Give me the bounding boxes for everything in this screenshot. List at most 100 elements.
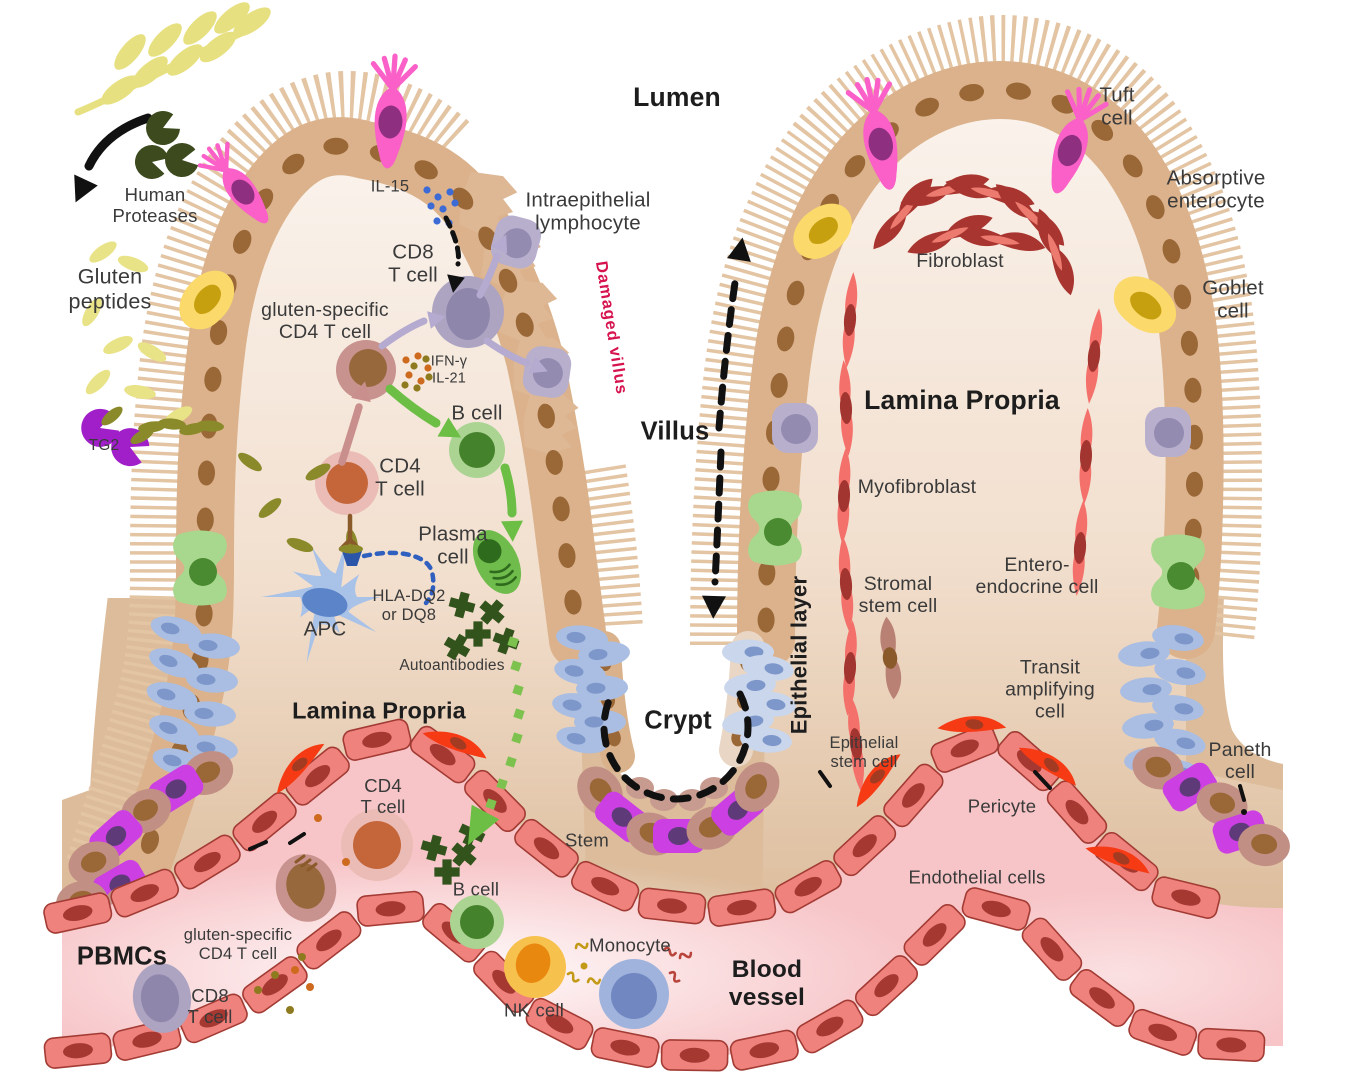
cd8-t-cell-blood <box>132 963 192 1033</box>
enterocyte-nucleus <box>770 373 788 398</box>
cytokine-dot-icon <box>314 814 322 822</box>
enterocyte-nucleus <box>1146 195 1165 220</box>
cytokine-dot-icon <box>291 966 299 974</box>
endothelial-cell <box>660 1039 729 1072</box>
enterocyte-nucleus <box>1173 284 1192 310</box>
wheat-grain-icon <box>233 7 271 37</box>
epithelial-stem-pointer <box>818 770 832 788</box>
protease-icon <box>165 143 199 177</box>
ifn-dot-icon <box>424 364 432 372</box>
gluten-peptide-icon <box>137 342 167 362</box>
pericyte-cell <box>1018 747 1076 786</box>
ifn-dot-icon <box>402 356 410 364</box>
cd4-activation-arrow <box>338 403 363 466</box>
crypt-migration-arrow <box>711 448 725 586</box>
goblet-cell <box>179 270 235 330</box>
crypt-epithelial-cell <box>1238 823 1290 867</box>
arrowhead <box>727 237 751 262</box>
il15-dot-icon <box>423 186 431 194</box>
intraepithelial-lymphocyte-cell <box>490 215 542 269</box>
endothelial-cell <box>1197 1027 1266 1062</box>
enterocyte-nucleus <box>762 466 780 492</box>
wheat-grain-icon <box>214 2 250 34</box>
cytokine-squiggle-icon <box>668 970 681 983</box>
cytokine-dot-icon <box>271 971 279 979</box>
b-cell <box>449 422 505 478</box>
myofibroblast-cell <box>848 696 865 792</box>
transit-amplifying-cell <box>1154 728 1206 756</box>
il15-dot-icon <box>434 193 442 201</box>
arrowhead <box>702 595 726 619</box>
enterocyte-nucleus <box>844 155 866 178</box>
presented-peptide-icon <box>339 544 363 554</box>
tg2-enzyme-icon <box>81 408 120 447</box>
enterocyte-nucleus <box>1180 330 1198 356</box>
myofibroblast-cell <box>837 448 851 544</box>
enterocyte-nucleus <box>777 326 795 352</box>
bcell-to-plasma-arrow <box>500 463 517 518</box>
gluten-specific-cd4-t-cell <box>336 340 396 400</box>
enteroendocrine-cell <box>1151 534 1205 610</box>
arrowhead <box>427 311 446 329</box>
gs-cd4-blood-tcr-icon <box>294 854 318 872</box>
deamidated-peptide-icon <box>305 463 331 481</box>
cytokine-dot-icon <box>286 1006 294 1014</box>
endothelial-cell <box>637 887 707 925</box>
transit-amplifying-cell <box>149 715 199 745</box>
endothelial-cell <box>903 904 966 966</box>
endothelial-cell <box>774 860 842 914</box>
crypt-epithelial-cell <box>734 762 780 812</box>
gluten-specific-cd4-t-cell-blood <box>275 854 337 922</box>
endothelial-cell <box>883 763 944 828</box>
antibody-trail-dot <box>510 660 522 672</box>
trail-arrowhead <box>467 804 500 845</box>
white-carves <box>62 595 1350 1080</box>
damaged-enterocyte <box>499 279 558 342</box>
il15-dot-icon <box>451 199 459 207</box>
endothelial-cell <box>707 888 777 927</box>
ifn-dot-icon <box>414 352 422 360</box>
cd8-nucleus <box>446 288 490 340</box>
il21-dot-icon <box>413 384 421 392</box>
crypt-epithelial-cell <box>1132 746 1184 790</box>
endothelial-cell <box>342 718 412 761</box>
endothelial-cell <box>854 955 919 1017</box>
specialized-epithelial-cells <box>173 53 1205 610</box>
cytokine-dot-icon <box>342 858 350 866</box>
gluten-peptide-icon <box>82 297 102 327</box>
gluten-peptide-icon <box>117 255 149 273</box>
endothelial-cell <box>525 997 594 1051</box>
enterocyte-nucleus <box>537 403 555 429</box>
myofibroblast-cell <box>1072 500 1088 596</box>
pericyte-cell <box>422 731 487 759</box>
antibody-trail-dot <box>507 636 519 648</box>
enterocyte-nucleus <box>414 160 438 180</box>
endothelial-cell <box>1069 969 1135 1027</box>
transit-amplifying-cell <box>188 633 240 659</box>
left-margin-gap <box>62 595 108 800</box>
cytokine-squiggle-icon <box>574 942 589 950</box>
enterocyte-nucleus <box>558 543 576 568</box>
transit-amplifying-cell <box>149 648 199 678</box>
cd4-t-cell-blood <box>341 809 413 881</box>
endothelial-cell <box>242 956 308 1014</box>
enterocyte-nucleus <box>545 449 563 475</box>
cytokine-squiggle-icon <box>586 977 602 985</box>
villus-migration-arrow <box>715 272 740 432</box>
gs-cd4-blood-pointer <box>248 840 268 851</box>
crypt-lumen-gap <box>600 595 752 799</box>
deamidated-peptide-icon <box>196 420 224 432</box>
myofibroblast-cell <box>1085 308 1103 404</box>
enteroendocrine-cell <box>748 490 802 566</box>
endothelial-cell <box>796 999 864 1054</box>
wheat-grain-icon <box>183 11 217 45</box>
wheat-grain-icon <box>199 31 237 63</box>
endothelial-cell <box>1151 876 1221 919</box>
transit-amplifying-cell <box>576 675 628 701</box>
immune-cells <box>132 276 669 1033</box>
protease-icon <box>146 111 180 145</box>
crypt-epithelial-cell <box>1196 782 1248 826</box>
transit-amplifying-cell <box>1154 658 1206 686</box>
